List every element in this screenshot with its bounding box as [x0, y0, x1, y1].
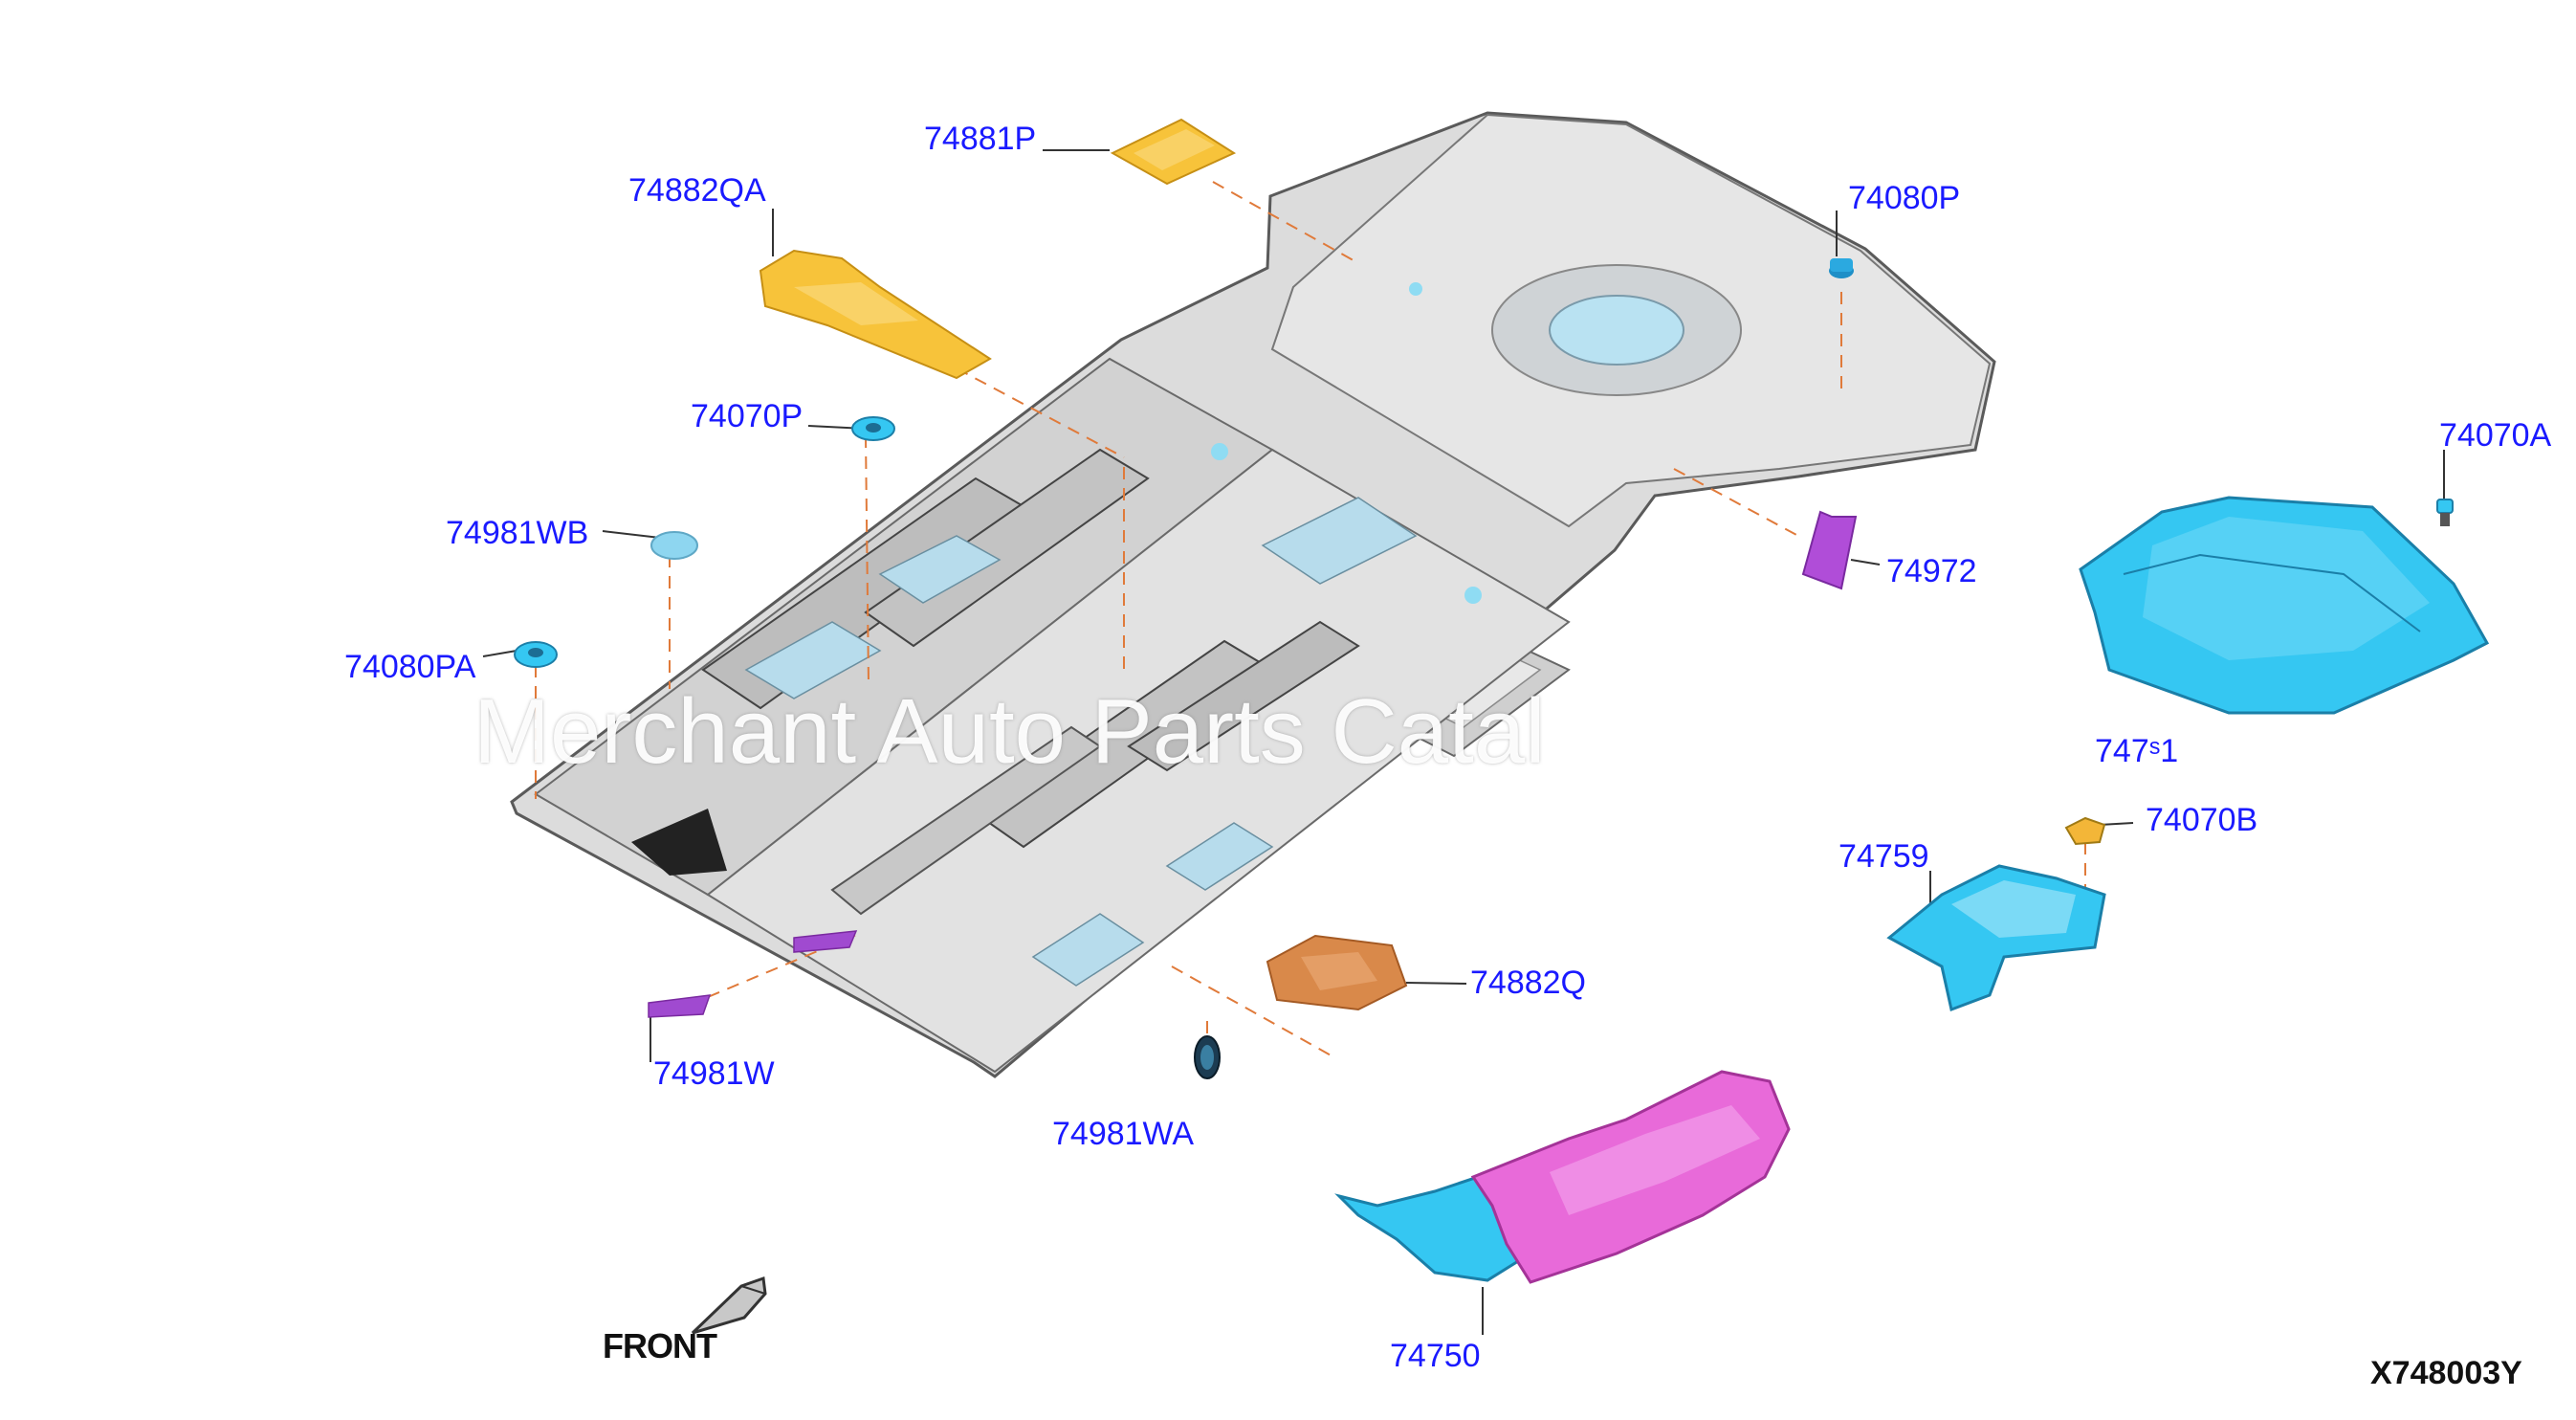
part-label-74882QA[interactable]: 74882QA — [628, 172, 766, 209]
clip-74080P[interactable] — [1829, 258, 1854, 278]
part-label-74070P[interactable]: 74070P — [691, 398, 804, 434]
part-label-74751[interactable]: 747ˢ1 — [2095, 733, 2179, 769]
insulator-74882Q[interactable] — [1266, 934, 1408, 1011]
part-label-74972[interactable]: 74972 — [1886, 553, 1977, 589]
leader-lines — [482, 149, 2445, 1335]
part-label-74759[interactable]: 74759 — [1838, 838, 1929, 875]
pad-74972[interactable] — [1801, 510, 1858, 590]
heat-shield-74750[interactable] — [1334, 1070, 1791, 1284]
front-arrow-icon — [691, 1276, 767, 1335]
floor-panel-assembly — [510, 111, 1996, 1078]
part-label-74080PA[interactable]: 74080PA — [344, 649, 476, 685]
part-label-74750[interactable]: 74750 — [1390, 1338, 1481, 1374]
watermark-text: Merchant Auto Parts Catal — [473, 680, 1546, 783]
diagram-code: X748003Y — [2370, 1355, 2522, 1391]
clip-74080PA[interactable] — [514, 641, 558, 668]
clip-74070A[interactable] — [2436, 499, 2454, 526]
part-label-74070A[interactable]: 74070A — [2439, 417, 2552, 454]
part-label-74070B[interactable]: 74070B — [2146, 802, 2258, 838]
part-label-74881P[interactable]: 74881P — [924, 121, 1037, 157]
insulator-74881P[interactable] — [1110, 118, 1237, 186]
heat-shield-74751[interactable] — [2079, 496, 2490, 715]
front-label: FRONT — [603, 1326, 717, 1365]
part-label-74981WA[interactable]: 74981WA — [1052, 1116, 1195, 1152]
part-label-74981W[interactable]: 74981W — [653, 1055, 775, 1092]
clip-74070P[interactable] — [851, 416, 895, 441]
pad-74981W[interactable] — [648, 930, 858, 1018]
clip-74981WA[interactable] — [1194, 1035, 1221, 1079]
part-label-74981WB[interactable]: 74981WB — [446, 515, 589, 551]
part-label-74882Q[interactable]: 74882Q — [1470, 965, 1586, 1001]
part-label-74080P[interactable]: 74080P — [1848, 180, 1961, 216]
clip-74981WB[interactable] — [650, 531, 698, 560]
clip-74070B[interactable] — [2064, 816, 2106, 846]
insulator-74882QA[interactable] — [759, 249, 992, 380]
heat-shield-74759[interactable] — [1886, 864, 2106, 1012]
